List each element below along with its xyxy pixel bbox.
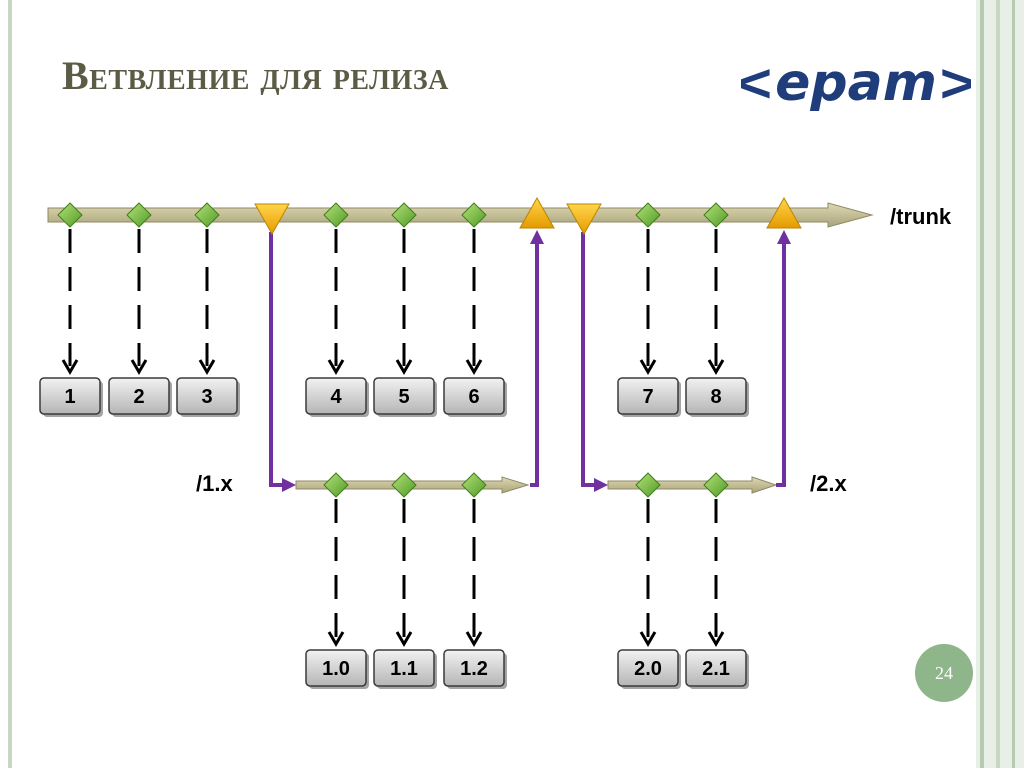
- commit-marker: [323, 202, 349, 228]
- commit-marker: [703, 202, 729, 228]
- branch-line-release2: [581, 232, 596, 487]
- revision-box: [443, 649, 505, 687]
- trunk-label: /trunk: [890, 204, 952, 229]
- revision-box: [685, 649, 747, 687]
- revision-label: 3: [201, 386, 212, 408]
- revision-box: [443, 377, 505, 415]
- commit-arrowhead: [707, 359, 725, 375]
- commit-arrowhead: [130, 359, 148, 375]
- revision-label: 6: [468, 386, 479, 408]
- commit-marker: [461, 202, 487, 228]
- revision-label: 7: [642, 386, 653, 408]
- commit-marker: [323, 472, 349, 498]
- merge-line-release2: [776, 244, 786, 487]
- commit-marker: [391, 472, 417, 498]
- revision-box: [176, 377, 238, 415]
- commit-arrowhead: [639, 359, 657, 375]
- revision-box: [617, 649, 679, 687]
- commit-arrowhead: [61, 359, 79, 375]
- branch-line-release1: [269, 232, 284, 487]
- commit-arrowhead: [465, 631, 483, 647]
- right-frame-decoration: [976, 0, 1024, 768]
- commit-marker: [391, 202, 417, 228]
- revision-label: 1: [64, 386, 75, 408]
- revision-box: [373, 649, 435, 687]
- revision-box: [108, 377, 170, 415]
- revision-label: 8: [710, 386, 721, 408]
- left-frame-border: [8, 0, 12, 768]
- commit-arrowhead: [327, 359, 345, 375]
- commit-arrowhead: [707, 631, 725, 647]
- revision-box: [39, 377, 101, 415]
- svg-text:<epam>: <epam>: [741, 53, 971, 113]
- commit-arrowhead: [395, 359, 413, 375]
- commit-marker: [635, 202, 661, 228]
- branch-arrowhead-release2: [594, 478, 608, 492]
- commit-marker: [461, 472, 487, 498]
- revision-label: 2: [133, 386, 144, 408]
- commit-marker: [57, 202, 83, 228]
- revision-label: 2.0: [634, 658, 662, 680]
- commit-marker: [126, 202, 152, 228]
- slide-title: Ветвление для релиза: [62, 53, 449, 98]
- merge-arrowhead-release1: [530, 230, 544, 244]
- commit-arrowhead: [198, 359, 216, 375]
- revision-label: 1.2: [460, 658, 488, 680]
- branch-point-marker-release1: [254, 203, 290, 236]
- branch-point-marker-release2: [566, 203, 602, 236]
- release2-branch-arrow: [607, 476, 778, 494]
- merge-point-marker-release2: [766, 196, 802, 229]
- commit-arrowhead: [639, 631, 657, 647]
- commit-arrowhead: [465, 359, 483, 375]
- commit-marker: [194, 202, 220, 228]
- revision-label: 5: [398, 386, 409, 408]
- revision-box: [685, 377, 747, 415]
- merge-arrowhead-release2: [777, 230, 791, 244]
- release2-label: /2.x: [810, 471, 847, 496]
- merge-line-release1: [530, 244, 539, 487]
- merge-point-marker-release1: [519, 196, 555, 229]
- revision-label: 2.1: [702, 658, 730, 680]
- revision-label: 4: [330, 386, 342, 408]
- epam-logo: <epam>: [741, 53, 971, 113]
- commit-marker: [635, 472, 661, 498]
- revision-label: 1.0: [322, 658, 350, 680]
- page-number-badge: 24: [915, 644, 973, 702]
- commit-arrowhead: [395, 631, 413, 647]
- release1-label: /1.x: [196, 471, 233, 496]
- trunk-branch-arrow: [47, 202, 874, 228]
- commit-marker: [703, 472, 729, 498]
- revision-box: [305, 649, 367, 687]
- revision-label: 1.1: [390, 658, 418, 680]
- revision-box: [305, 377, 367, 415]
- branch-arrowhead-release1: [282, 478, 296, 492]
- revision-box: [373, 377, 435, 415]
- commit-arrowhead: [327, 631, 345, 647]
- revision-box: [617, 377, 679, 415]
